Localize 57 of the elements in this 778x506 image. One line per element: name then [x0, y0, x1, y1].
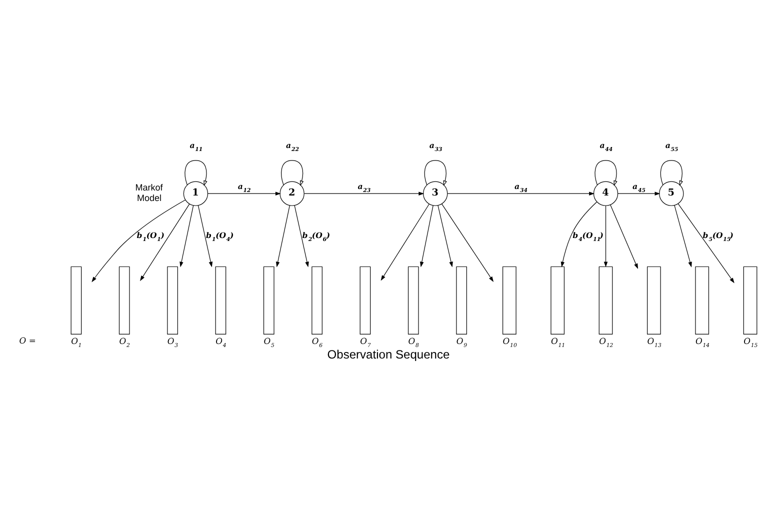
arrow	[674, 204, 692, 267]
arrow	[276, 204, 290, 267]
node-bar	[408, 266, 419, 334]
node-bar	[312, 266, 322, 334]
arrow	[610, 204, 638, 268]
arrow	[180, 204, 194, 267]
node-label: O$_{3}$	[167, 335, 178, 348]
node-bar	[502, 266, 516, 334]
node-bar	[360, 266, 371, 334]
arrow	[294, 204, 309, 267]
arrow	[198, 204, 213, 267]
node-bar	[263, 266, 274, 334]
arrow	[442, 203, 494, 282]
arrow	[92, 199, 186, 282]
node-label: O$_{7}$	[360, 335, 371, 348]
arrow	[618, 191, 660, 195]
arrow	[184, 160, 208, 186]
node-bar	[118, 266, 130, 334]
node-bar	[550, 266, 565, 334]
node-bar	[647, 266, 661, 334]
node-bar	[215, 266, 226, 334]
arrow	[208, 191, 281, 195]
arrow	[604, 204, 608, 267]
node-label: O$_{11}$	[550, 335, 566, 348]
arrow	[660, 160, 683, 186]
arrow	[380, 203, 430, 280]
arrow	[594, 160, 618, 186]
node-label: O$_{10}$	[502, 335, 517, 348]
arrow	[447, 191, 595, 195]
node-bar	[167, 266, 178, 334]
node-bar	[456, 266, 467, 334]
node-label: O$_{6}$	[312, 335, 323, 348]
node-bar	[70, 266, 82, 334]
node-label: O$_{8}$	[408, 335, 419, 348]
node-label: O$_{9}$	[456, 335, 468, 348]
label: Markof Model	[135, 182, 163, 202]
node-label: O$_{1}$	[71, 335, 82, 348]
caption: Observation Sequence	[327, 347, 450, 362]
arrow	[678, 202, 734, 283]
arrow	[304, 191, 424, 195]
arrow	[438, 204, 453, 267]
arrow	[560, 201, 598, 267]
arrow	[140, 203, 190, 281]
node-label: O$_{2}$	[119, 335, 130, 348]
node-bar	[743, 266, 758, 334]
label: O =	[19, 334, 36, 345]
node-bar	[695, 266, 710, 334]
arrow	[424, 160, 447, 186]
node-label: O$_{15}$	[744, 335, 758, 348]
node-label: O$_{5}$	[264, 335, 274, 348]
node-label: O$_{4}$	[216, 335, 226, 348]
arrow	[281, 160, 304, 186]
node-label: O$_{12}$	[599, 335, 614, 348]
arrow	[420, 204, 434, 267]
node-bar	[598, 266, 613, 334]
node-label: O$_{14}$	[695, 335, 710, 348]
node-label: O$_{13}$	[647, 335, 662, 348]
